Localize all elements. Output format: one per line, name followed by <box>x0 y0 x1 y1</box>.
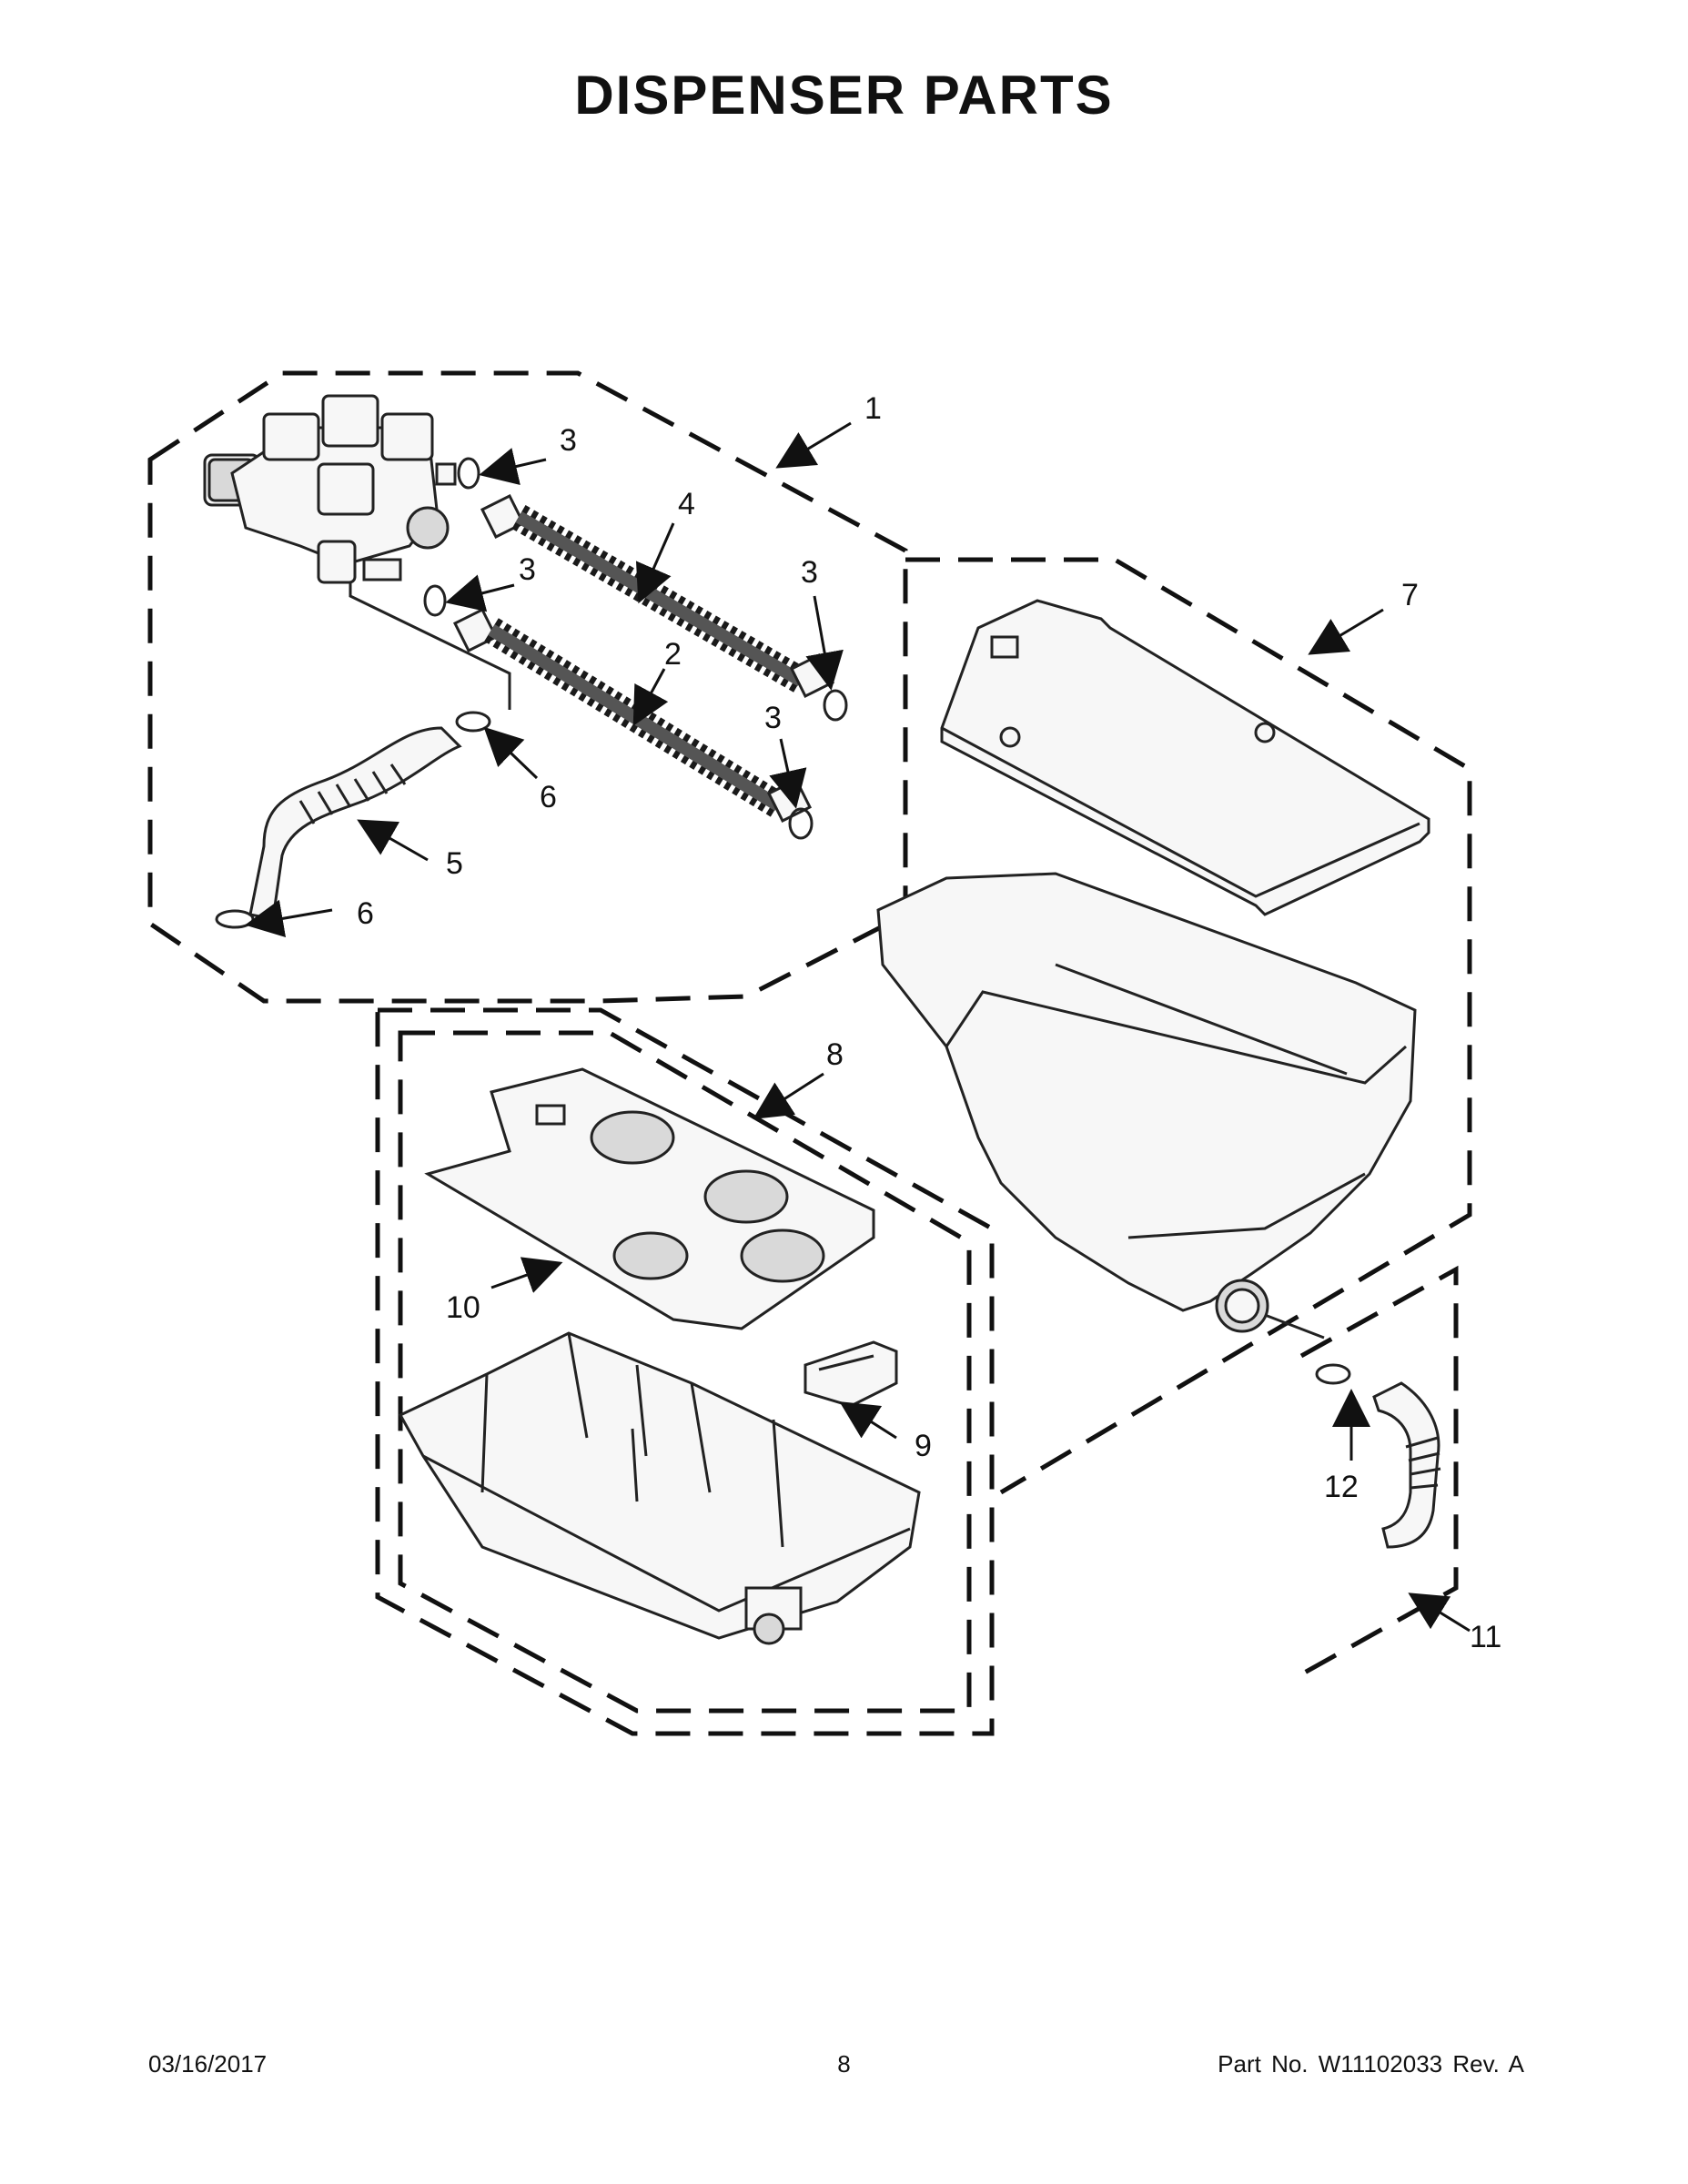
callout-2: 2 <box>664 637 682 672</box>
group-1-boundary <box>147 370 908 1004</box>
hose-icon <box>480 493 835 699</box>
siphon-icon <box>1315 1363 1441 1549</box>
callout-9: 9 <box>915 1429 932 1463</box>
callout-8: 8 <box>826 1037 844 1072</box>
water-valve-icon <box>203 394 511 710</box>
group-11-boundary <box>1299 1265 1459 1677</box>
callout-10: 10 <box>446 1290 480 1325</box>
footer-part-number: Part No. W11102033 Rev. A <box>1218 2050 1524 2078</box>
callout-3: 3 <box>560 423 577 458</box>
callout-1: 1 <box>864 391 882 426</box>
siphon-icon <box>215 711 491 929</box>
group-8-boundary-inner <box>398 1030 972 1714</box>
clamp-icon <box>423 457 848 840</box>
callout-5: 5 <box>446 846 463 881</box>
dispenser-drawer-icon <box>398 1067 921 1645</box>
callout-3: 3 <box>764 701 782 735</box>
callout-11: 11 <box>1470 1620 1501 1654</box>
callout-3: 3 <box>801 555 818 590</box>
callout-3: 3 <box>519 552 536 587</box>
group-7-boundary <box>905 557 1472 1495</box>
group-8-boundary-outer <box>375 1007 995 1736</box>
callout-6: 6 <box>540 780 557 814</box>
page-title: DISPENSER PARTS <box>574 65 1114 126</box>
callout-7: 7 <box>1401 578 1419 612</box>
footer-date: 03/16/2017 <box>148 2050 268 2078</box>
callout-4: 4 <box>678 487 695 521</box>
hose-icon <box>452 607 813 824</box>
callout-6: 6 <box>357 896 374 931</box>
callout-12: 12 <box>1324 1470 1359 1504</box>
footer-page-number: 8 <box>837 2050 851 2078</box>
dispenser-housing-icon <box>876 599 1430 1340</box>
leader-arrows <box>245 421 1471 1633</box>
